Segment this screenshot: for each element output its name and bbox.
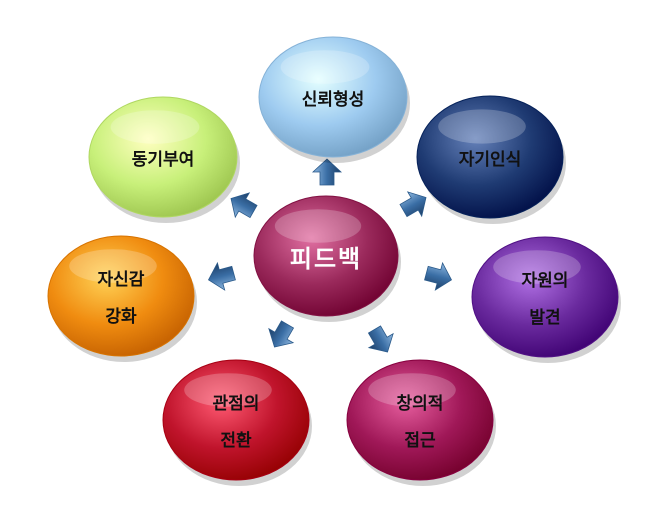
node-resources <box>471 236 619 358</box>
arrow-to-self-aware <box>399 191 427 218</box>
circles-layer <box>47 36 621 486</box>
arrow-to-trust <box>311 158 343 186</box>
node-trust <box>258 36 408 158</box>
arrow-to-confidence <box>207 261 236 291</box>
node-self-aware <box>416 95 564 219</box>
arrow-to-creative <box>367 325 394 353</box>
node-perspective <box>162 359 310 481</box>
node-confidence-highlight <box>69 249 157 283</box>
center-node-highlight <box>274 209 362 243</box>
node-creative <box>346 359 494 481</box>
arrows-layer <box>207 158 453 353</box>
node-self-aware-highlight <box>438 109 526 144</box>
node-creative-highlight <box>368 373 456 407</box>
node-motivation <box>88 96 238 218</box>
node-perspective-highlight <box>184 373 272 407</box>
arrow-to-resources <box>424 261 453 291</box>
center-node <box>253 195 399 317</box>
node-resources-highlight <box>493 250 581 284</box>
node-trust-highlight <box>280 50 370 84</box>
arrow-to-motivation <box>230 192 258 219</box>
arrow-to-perspective <box>268 320 295 348</box>
node-confidence <box>47 235 195 357</box>
node-motivation-highlight <box>110 110 200 144</box>
